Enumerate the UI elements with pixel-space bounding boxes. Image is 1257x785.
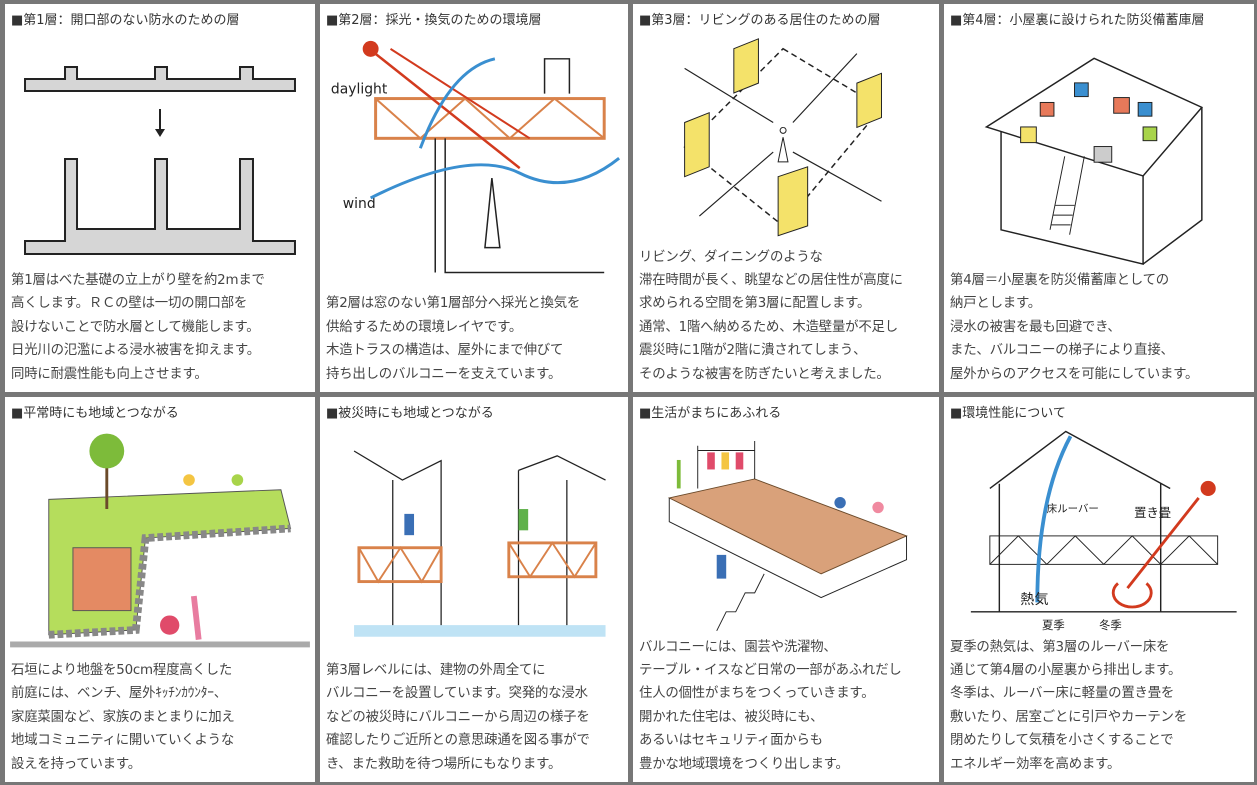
text-line: 開かれた住宅は、被災時にも、 xyxy=(639,709,824,725)
text-line: そのような被害を防ぎたいと考えました。 xyxy=(639,366,890,382)
panel-disaster-times: ■被災時にも地域とつながる 第3層レベルには、建物の外周全てに バルコニーを設置… xyxy=(320,397,628,782)
panel-description: リビング、ダイニングのような 滞在時間が長く、眺望などの居住性が高度に 求められ… xyxy=(633,246,939,392)
panel-description: 第2層は窓のない第1層部分へ採光と換気を 供給するための環境レイヤです。 木造ト… xyxy=(320,292,628,392)
panel-title: ■第4層：小屋裏に設けられた防災備蓄庫層 xyxy=(950,13,1205,28)
text-line: 第3層レベルには、建物の外周全てに xyxy=(326,662,546,678)
text-line: き、また救助を待つ場所にもなります。 xyxy=(326,756,562,772)
front-garden-sketch xyxy=(5,422,315,659)
text-line: バルコニーには、園芸や洗濯物、 xyxy=(639,639,837,655)
environment-layer-sketch: daylight wind xyxy=(320,29,628,292)
panel-title: ■第2層：採光・換気のための環境層 xyxy=(326,13,542,28)
panel-description: バルコニーには、園芸や洗濯物、 テーブル・イスなど日常の一部があふれだし 住人の… xyxy=(633,636,939,782)
waterproof-foundation-sketch xyxy=(5,29,315,269)
text-line: テーブル・イスなど日常の一部があふれだし xyxy=(639,662,902,678)
text-line: 確認したりご近所との意思疎通を図る事がで xyxy=(326,733,590,749)
panel-environment-performance: ■環境性能について 床ルーバー 置き畳 熱気 夏季 冬季 夏季の熱気は、第3層の… xyxy=(944,397,1254,782)
flood-balcony-drawing xyxy=(353,450,606,637)
text-line: 滞在時間が長く、眺望などの居住性が高度に xyxy=(639,272,903,288)
text-line: 求められる空間を第3層に配置します。 xyxy=(639,296,871,312)
panel-title: ■第3層：リビングのある居住のための層 xyxy=(639,13,881,28)
panel-normal-times: ■平常時にも地域とつながる 石垣により地盤を50cm程度高くした 前庭には、ベン… xyxy=(5,397,315,782)
panel-layer-4: ■第4層：小屋裏に設けられた防災備蓄庫層 第4層＝小屋裏を防災備蓄庫としての 納… xyxy=(944,4,1254,392)
thermal-section-sketch: 床ルーバー 置き畳 熱気 夏季 冬季 xyxy=(944,422,1254,636)
summer-label: 夏季 xyxy=(1042,618,1065,632)
winter-label: 冬季 xyxy=(1099,618,1122,632)
text-line: 木造トラスの構造は、屋外にまで伸びて xyxy=(326,343,564,359)
text-line: 屋外からのアクセスを可能にしています。 xyxy=(950,366,1199,382)
text-line: 第2層は窓のない第1層部分へ採光と換気を xyxy=(326,296,581,312)
panel-title: ■環境性能について xyxy=(950,406,1066,421)
wind-label: wind xyxy=(343,196,376,212)
living-space-drawing xyxy=(683,38,883,237)
tatami-label: 置き畳 xyxy=(1134,506,1171,520)
panel-title: ■被災時にも地域とつながる xyxy=(326,406,494,421)
text-line: 豊かな地域環境をつくり出します。 xyxy=(639,756,849,772)
daylight-wind-drawing: daylight wind xyxy=(331,40,621,274)
daylight-label: daylight xyxy=(331,82,388,98)
panel-title: ■生活がまちにあふれる xyxy=(639,406,782,421)
text-line: 供給するための環境レイヤです。 xyxy=(326,319,523,335)
panel-title: ■平常時にも地域とつながる xyxy=(11,406,179,421)
text-line: 浸水の被害を最も回避でき、 xyxy=(950,319,1121,335)
text-line: 持ち出しのバルコニーを支えています。 xyxy=(326,366,562,382)
panel-layer-1: ■第1層：開口部のない防水のための層 第1層はべた基礎の立上がり壁を約2mまで … xyxy=(5,4,315,392)
panel-description: 第1層はべた基礎の立上がり壁を約2mまで 高くします。ＲＣの壁は一切の開口部を … xyxy=(5,269,315,392)
text-line: 高くします。ＲＣの壁は一切の開口部を xyxy=(11,296,248,312)
panel-life-overflow: ■生活がまちにあふれる バルコニーには、園芸や洗濯物、 テーブル・イスなど日常の… xyxy=(633,397,939,782)
section-drawing: 床ルーバー 置き畳 熱気 夏季 冬季 xyxy=(970,430,1237,632)
foundation-drawing xyxy=(24,65,296,255)
disaster-balcony-sketch xyxy=(320,422,628,659)
text-line: 地域コミュニティに開いていくような xyxy=(11,733,235,749)
panel-description: 第4層＝小屋裏を防災備蓄庫としての 納戸とします。 浸水の被害を最も回避でき、 … xyxy=(944,269,1254,392)
panel-layer-3: ■第3層：リビングのある居住のための層 リビング、ダイニングのような 滞在時間が… xyxy=(633,4,939,392)
text-line: バルコニーを設置しています。突発的な浸水 xyxy=(326,686,588,702)
text-line: 震災時に1階が2階に潰されてしまう、 xyxy=(639,343,867,359)
louver-floor-label: 床ルーバー xyxy=(1047,502,1099,515)
text-line: 同時に耐震性能も向上させます。 xyxy=(11,366,208,382)
panel-description: 石垣により地盤を50cm程度高くした 前庭には、ベンチ、屋外ｷｯﾁﾝｶｳﾝﾀｰ、… xyxy=(5,659,315,782)
text-line: 通常、1階へ納めるため、木造壁量が不足し xyxy=(639,319,898,335)
text-line: 設けないことで防水層として機能します。 xyxy=(11,319,260,335)
panel-description: 夏季の熱気は、第3層のルーバー床を 通じて第4層の小屋裏から排出します。 冬季は… xyxy=(944,636,1254,782)
text-line: エネルギー効率を高めます。 xyxy=(950,756,1121,772)
attic-storage-sketch xyxy=(944,29,1254,269)
street-balcony-sketch xyxy=(633,422,939,636)
heat-label: 熱気 xyxy=(1020,591,1048,608)
text-line: 日光川の氾濫による浸水被害を抑えます。 xyxy=(11,343,260,359)
living-layer-sketch xyxy=(633,29,939,246)
text-line: 住人の個性がまちをつくっていきます。 xyxy=(639,686,875,702)
text-line: 納戸とします。 xyxy=(950,296,1041,312)
text-line: 通じて第4層の小屋裏から排出します。 xyxy=(950,662,1182,678)
text-line: 前庭には、ベンチ、屋外ｷｯﾁﾝｶｳﾝﾀｰ、 xyxy=(11,686,227,702)
text-line: 石垣により地盤を50cm程度高くした xyxy=(11,662,233,678)
text-line: 設えを持っています。 xyxy=(11,756,141,772)
text-line: 敷いたり、居室ごとに引戸やカーテンを xyxy=(950,709,1187,725)
attic-drawing xyxy=(984,57,1204,266)
panel-title: ■第1層：開口部のない防水のための層 xyxy=(11,13,240,28)
text-line: 第1層はべた基礎の立上がり壁を約2mまで xyxy=(11,272,265,288)
text-line: 家庭菜園など、家族のまとまりに加え xyxy=(11,709,235,725)
text-line: あるいはセキュリティ面からも xyxy=(639,733,823,749)
text-line: 第4層＝小屋裏を防災備蓄庫としての xyxy=(950,272,1169,288)
text-line: リビング、ダイニングのような xyxy=(639,249,823,265)
text-line: 冬季は、ルーバー床に軽量の置き畳を xyxy=(950,686,1175,702)
balcony-life-drawing xyxy=(667,440,908,632)
text-line: また、バルコニーの梯子により直接、 xyxy=(950,343,1174,359)
garden-drawing xyxy=(10,433,310,648)
panel-description: 第3層レベルには、建物の外周全てに バルコニーを設置しています。突発的な浸水 な… xyxy=(320,659,628,782)
text-line: などの被災時にバルコニーから周辺の様子を xyxy=(326,709,590,725)
text-line: 閉めたりして気積を小さくすることで xyxy=(950,733,1174,749)
text-line: 夏季の熱気は、第3層のルーバー床を xyxy=(950,639,1170,655)
panel-layer-2: ■第2層：採光・換気のための環境層 daylight wind 第2層は窓のない… xyxy=(320,4,628,392)
